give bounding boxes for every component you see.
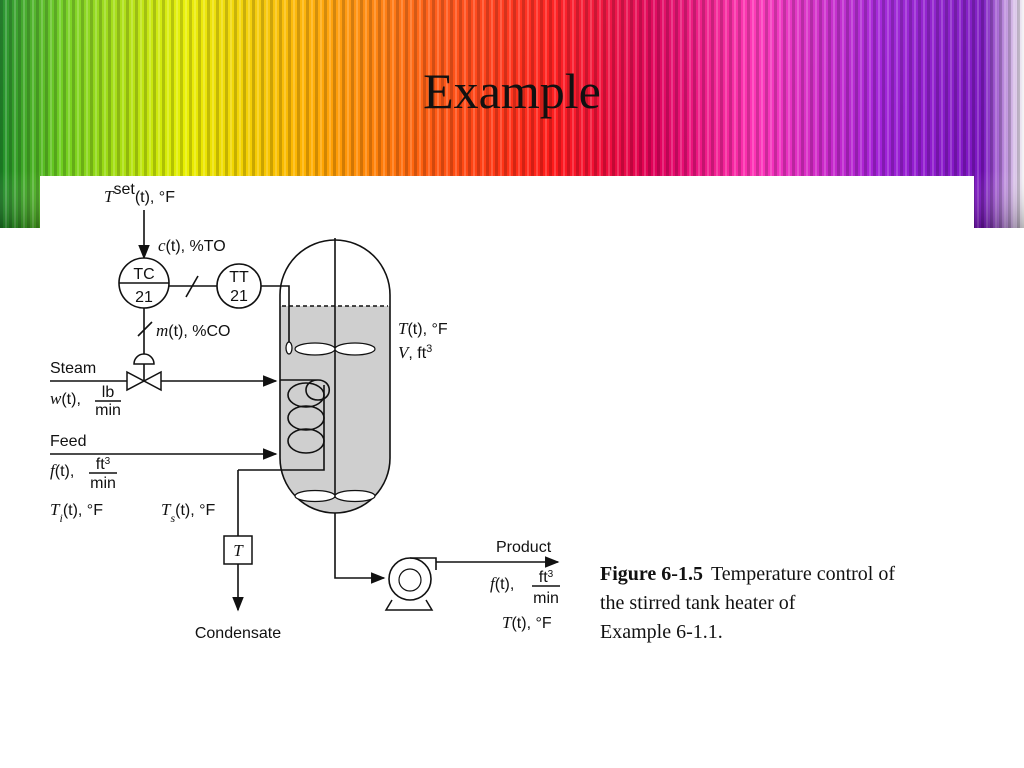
feed-label: Feed [50,433,86,450]
product-temp-label: T(t), °F [502,613,552,632]
tc-number: 21 [135,289,153,306]
steam-flow-num: lb [102,384,115,401]
product-outlet-line [334,513,386,584]
steam-label: Steam [50,360,96,377]
figure-caption-line3: Example 6-1.1. [600,621,723,643]
controller-output-label: c(t), %TO [158,236,226,255]
figure-caption-line2: the stirred tank heater of [600,592,796,614]
tc-tag: TC [133,266,154,283]
product-pump [384,557,437,611]
setpoint-label: Tset(t), °F [104,181,175,207]
product-flow-den: min [533,590,559,607]
temperature-controller [118,257,170,309]
upper-impeller [294,342,376,356]
sensor-line [261,285,290,342]
rainbow-banner [0,0,1024,228]
tt-tag: TT [229,269,249,286]
tank-vessel [279,239,391,514]
product-label: Product [496,539,552,556]
inlet-temp-label: Ti(t), °F [50,500,103,525]
steam-temp-label: Ts(t), °F [161,500,216,525]
stirred-tank-diagram: Tset(t), °F c(t), %TO TC 21 TT 21 m(t), … [50,181,895,643]
feed-flow-den: min [90,475,116,492]
steam-coil [238,379,331,471]
lower-impeller [294,489,376,503]
valve-actuator [133,353,155,365]
tt-number: 21 [230,288,248,305]
steam-flow-label: w(t), [50,389,81,408]
slide-title: Example [423,63,601,119]
steam-valve [126,370,162,392]
product-flow-num: ft3 [539,569,554,587]
feed-flow-num: ft3 [96,456,111,474]
process-figure: Tset(t), °F c(t), %TO TC 21 TT 21 m(t), … [40,176,974,656]
condensate-label: Condensate [195,625,281,642]
feed-flow-label: f(t), [50,461,74,480]
product-flow-label: f(t), [490,574,514,593]
steam-flow-den: min [95,402,121,419]
manipulated-label: m(t), %CO [156,321,231,340]
temperature-sensor [285,341,293,355]
steam-trap-label: T [233,541,244,560]
tank-temp-label: T(t), °F [398,319,448,338]
steam-trap [223,535,253,565]
tank-volume-label: V, ft3 [398,343,432,362]
